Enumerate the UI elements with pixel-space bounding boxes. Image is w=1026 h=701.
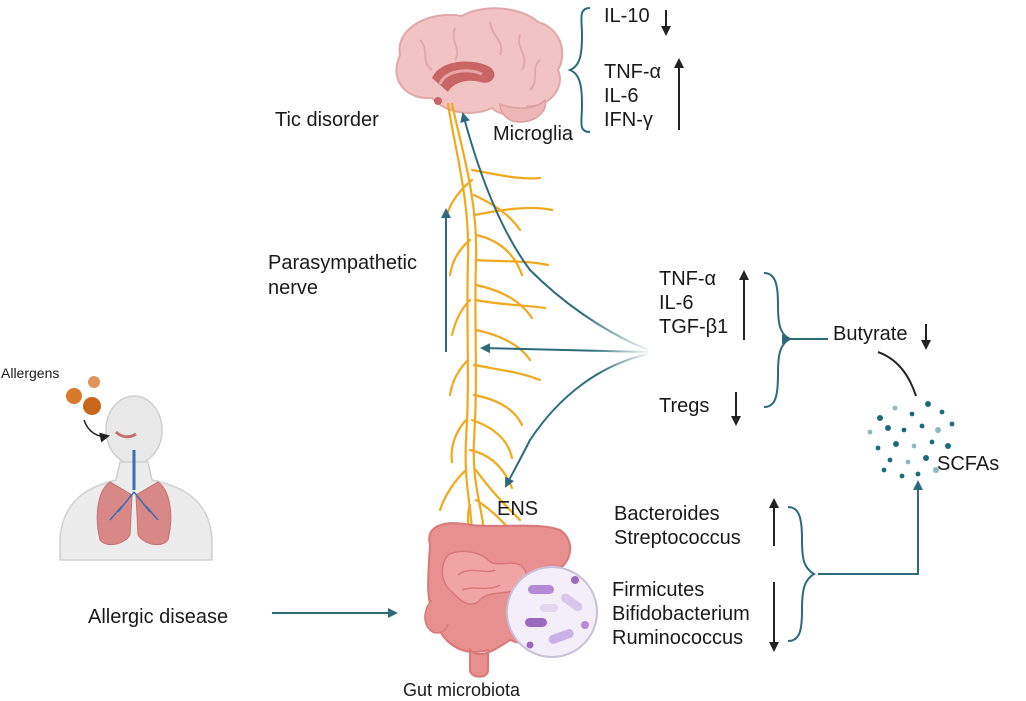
brain-illustration — [395, 7, 564, 123]
scfa-dot — [909, 411, 915, 417]
scfa-dot — [905, 459, 911, 465]
scfa-dot — [875, 445, 881, 451]
vagus-nerve — [438, 102, 554, 562]
scfa-dot — [925, 401, 931, 407]
arrow-cytokines-to-nerve — [480, 343, 649, 354]
scfa-dot — [867, 429, 873, 435]
label-ens: ENS — [497, 498, 539, 520]
label-gut-microbiota: Gut microbiota — [403, 680, 521, 700]
gut-cytokines-down: Tregs — [659, 394, 709, 418]
label-scfas: SCFAs — [937, 453, 1000, 475]
arrows — [272, 112, 923, 618]
scfa-dot — [877, 415, 883, 421]
arrow-cytokines-to-brain — [460, 112, 649, 351]
connector-bacteria-to-scfa — [818, 480, 923, 575]
microbiota-magnifier — [506, 566, 598, 658]
scfa-dot — [939, 409, 945, 415]
scfa-dot — [885, 425, 891, 431]
bacteria-increased: Bacteroides Streptococcus — [614, 502, 741, 550]
bacteria-label: Ruminococcus — [612, 627, 744, 649]
scfa-dot — [899, 473, 905, 479]
label-allergic-disease: Allergic disease — [88, 606, 229, 628]
label-tic-disorder: Tic disorder — [275, 109, 379, 131]
brace-bacteria — [787, 506, 816, 642]
brace-brain — [567, 7, 591, 133]
scfa-dot — [935, 427, 941, 433]
bacteria-label: Firmicutes — [612, 579, 705, 601]
cytokine-label: TNF-α — [659, 268, 717, 290]
cytokine-label: Tregs — [659, 395, 710, 417]
gut-cytokines-up: TNF-α IL-6 TGF-β1 — [659, 267, 728, 339]
cytokine-label: TNF-α — [604, 61, 662, 83]
brain-cytokines-up: TNF-α IL-6 IFN-γ — [604, 60, 661, 132]
cytokine-label: IL-10 — [604, 5, 650, 27]
trend-arrows — [661, 10, 931, 652]
bacteria-label: Bifidobacterium — [612, 603, 750, 625]
scfa-dot — [911, 443, 917, 449]
scfa-dots — [867, 401, 955, 479]
scfa-dot — [915, 471, 921, 477]
scfa-dot — [933, 467, 939, 473]
bacteria-decreased: Firmicutes Bifidobacterium Ruminococcus — [612, 578, 750, 650]
cytokine-label: IL-6 — [659, 292, 694, 314]
allergen-particles — [66, 376, 110, 443]
scfa-dot — [949, 421, 955, 427]
connector-butyrate-scfa — [877, 351, 917, 397]
label-butyrate: Butyrate — [833, 323, 908, 345]
scfa-dot — [923, 455, 929, 461]
scfa-dot — [887, 457, 893, 463]
human-lungs-illustration — [59, 395, 213, 561]
scfa-dot — [901, 427, 907, 433]
scfa-dot — [929, 439, 935, 445]
arrow-cytokines-to-ens — [505, 353, 649, 488]
scfa-dot — [892, 405, 898, 411]
cytokine-label: IL-6 — [604, 85, 639, 107]
label-nerve: nerve — [268, 277, 319, 299]
cytokine-label: TGF-β1 — [659, 316, 729, 338]
brace-gut — [763, 272, 793, 408]
bacteria-label: Streptococcus — [614, 527, 741, 549]
label-parasympathetic: Parasympathetic — [268, 252, 417, 274]
scfa-dot — [893, 441, 899, 447]
bacteria-label: Bacteroides — [614, 503, 720, 525]
braces — [567, 7, 828, 642]
scfa-dot — [945, 443, 951, 449]
scfa-dot — [919, 423, 925, 429]
scfa-dot — [881, 467, 887, 473]
label-microglia: Microglia — [493, 123, 574, 145]
cytokine-label: IFN-γ — [604, 109, 653, 131]
brain-cytokines-down: IL-10 — [604, 4, 650, 28]
label-allergens: Allergens — [1, 365, 60, 381]
